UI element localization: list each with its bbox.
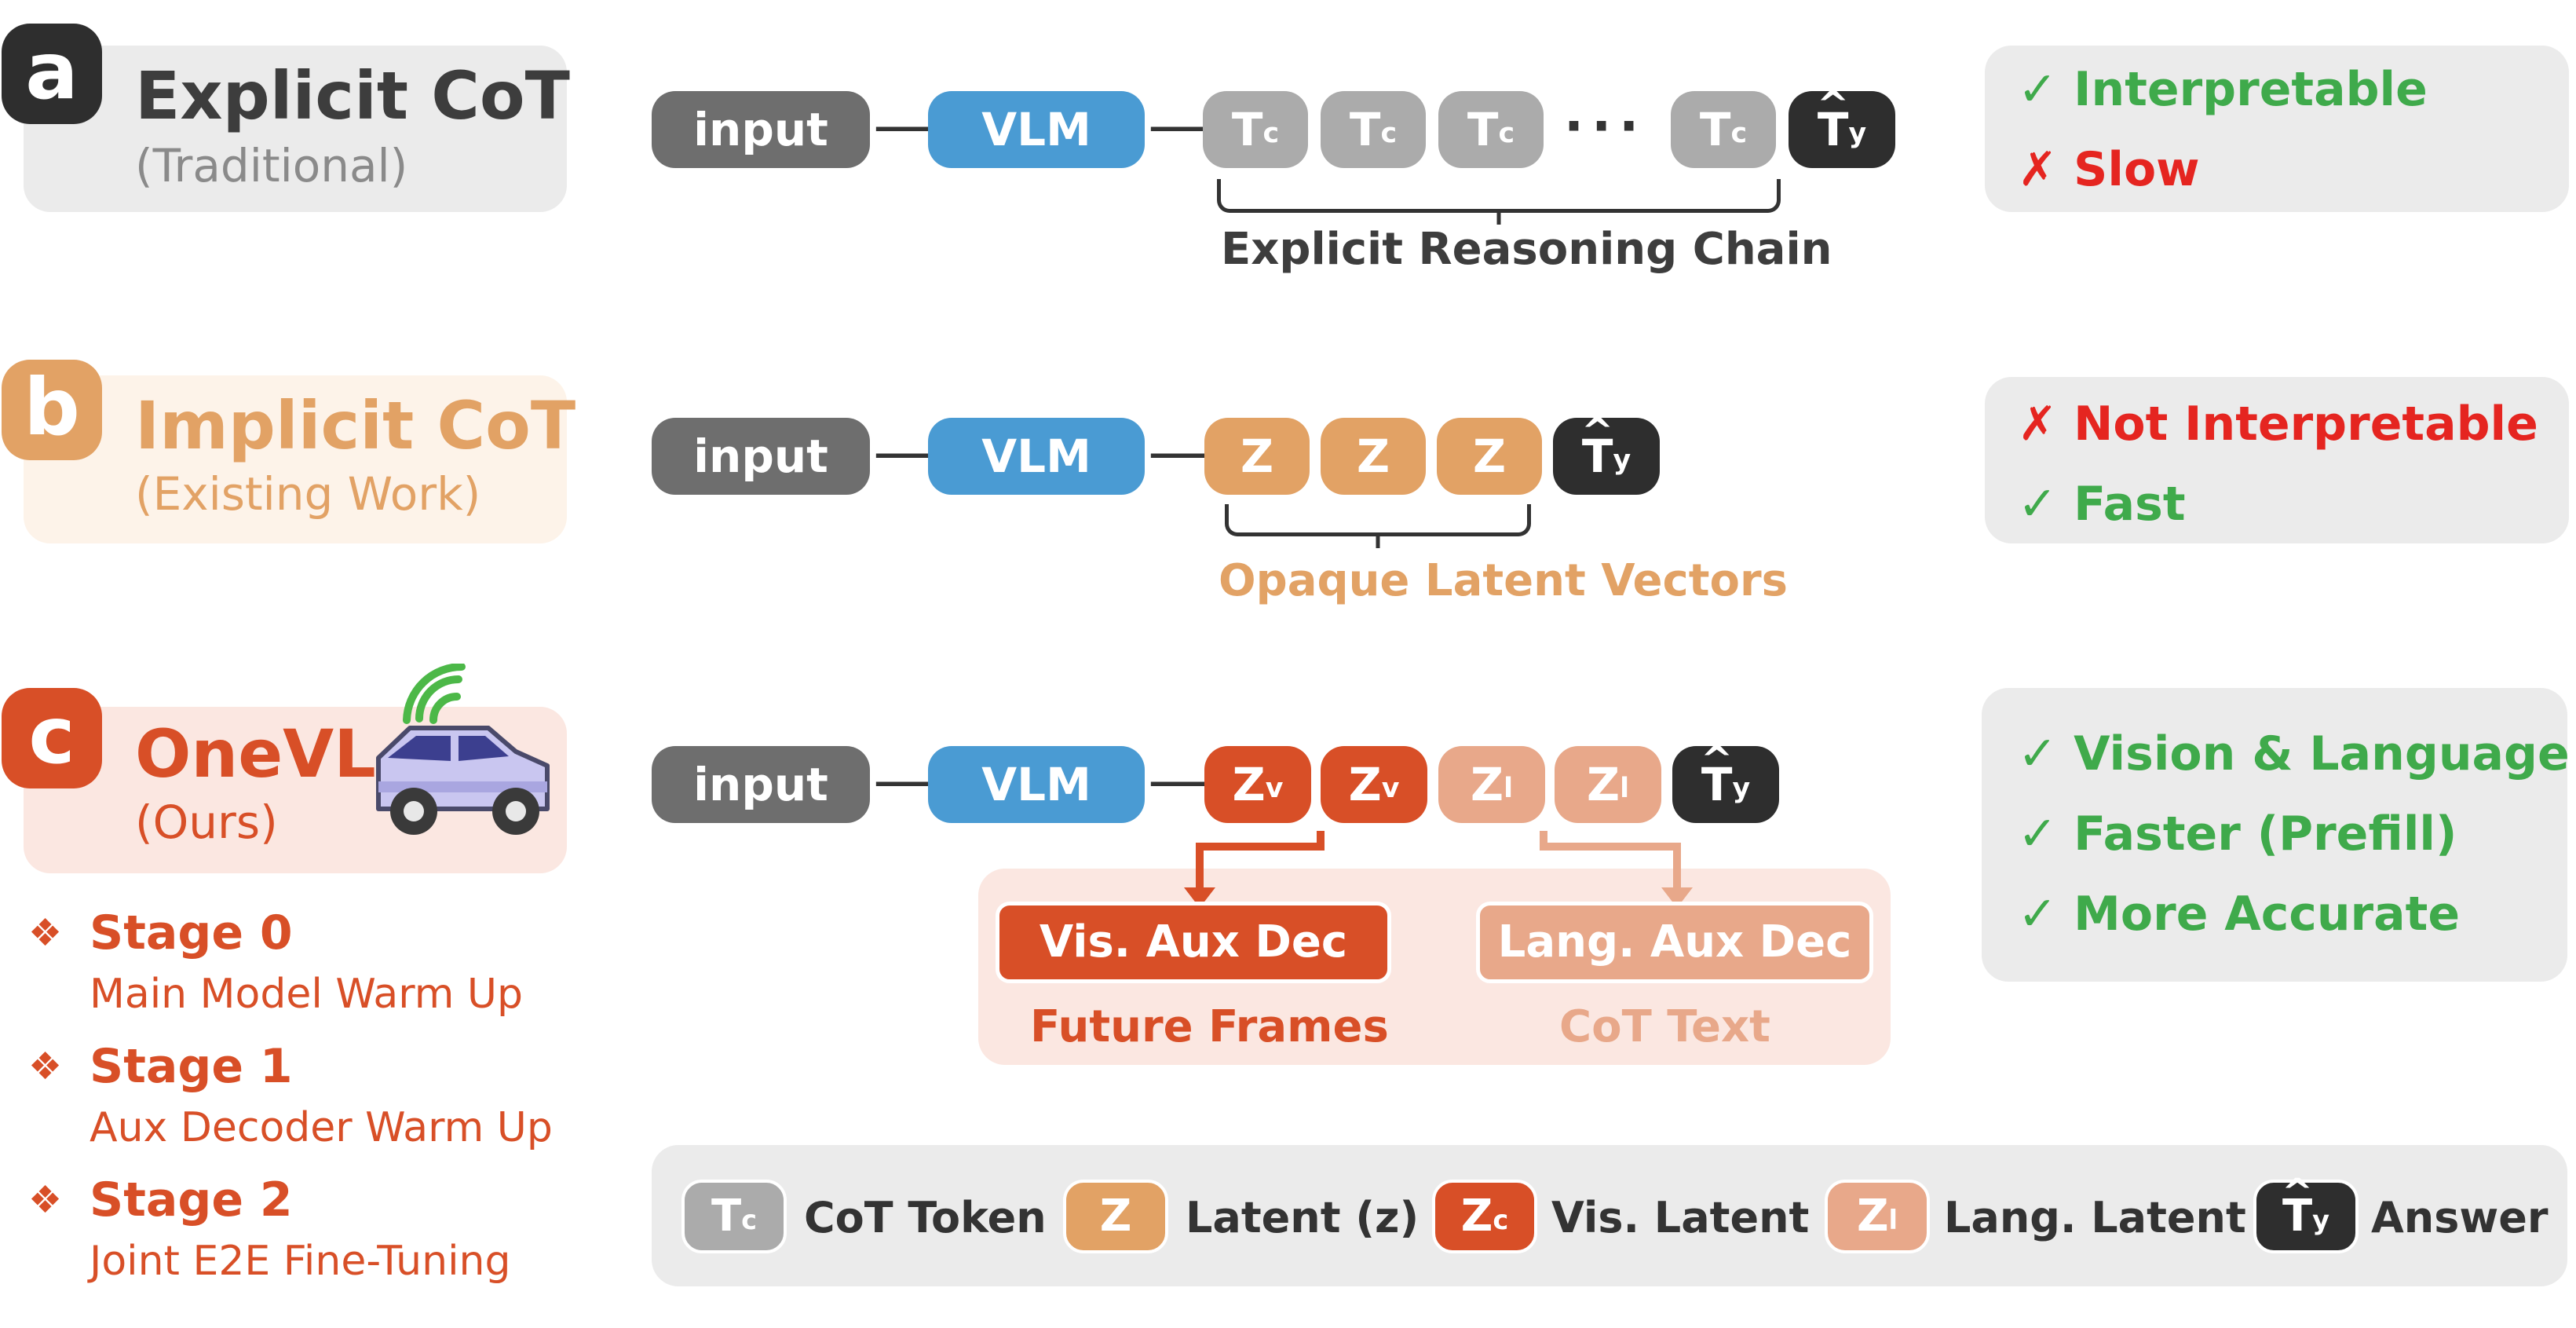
stage-1-title: Stage 1 xyxy=(90,1039,293,1094)
legend-lang-latent-label: Lang. Latent xyxy=(1944,1193,2246,1242)
row-a-properties-panel xyxy=(1985,46,2569,212)
stage-0-bullet-icon: ❖ xyxy=(28,911,63,955)
stage-1-bullet-icon: ❖ xyxy=(28,1044,63,1088)
row-c-subtitle: (Ours) xyxy=(135,796,278,849)
stage-1-desc: Aux Decoder Warm Up xyxy=(90,1104,553,1151)
row-b-vlm-pill: VLM xyxy=(928,418,1145,495)
row-c-vlm-pill: VLM xyxy=(928,746,1145,823)
row-b-properties-panel xyxy=(1985,377,2569,543)
row-a-caption: Explicit Reasoning Chain xyxy=(1221,224,1832,275)
legend-cot-token-label: CoT Token xyxy=(804,1193,1047,1242)
lang-aux-decoder-box: Lang. Aux Dec xyxy=(1476,902,1873,983)
row-c-properties-panel xyxy=(1982,688,2567,982)
stage-0-title: Stage 0 xyxy=(90,905,293,960)
row-a-subtitle: (Traditional) xyxy=(135,139,408,192)
row-b-latent-1: Z xyxy=(1204,418,1310,495)
row-b-caption: Opaque Latent Vectors xyxy=(1219,555,1788,606)
row-c-badge: c xyxy=(2,688,102,788)
legend-latent-chip: Z xyxy=(1063,1180,1168,1253)
row-c-title: OneVL xyxy=(135,715,376,792)
legend-vis-latent-label: Vis. Latent xyxy=(1551,1193,1810,1242)
row-a-prop-1: ✓ Interpretable xyxy=(2018,62,2428,117)
wifi-signal-icon xyxy=(403,664,466,724)
row-a-badge: a xyxy=(2,24,102,124)
vis-output-label: Future Frames xyxy=(1030,1001,1389,1052)
row-c-prop-1: ✓ Vision & Language xyxy=(2018,726,2570,781)
row-b-bracket xyxy=(1225,504,1531,536)
row-a-title: Explicit CoT xyxy=(135,57,570,134)
legend-panel xyxy=(652,1145,2567,1286)
row-b-title: Implicit CoT xyxy=(135,387,576,464)
row-a-label-panel xyxy=(24,46,567,212)
legend-answer-chip: Ty xyxy=(2253,1180,2359,1253)
stage-2-bullet-icon: ❖ xyxy=(28,1178,63,1222)
vis-aux-decoder-box: Vis. Aux Dec xyxy=(996,902,1391,983)
row-b-badge: b xyxy=(2,360,102,460)
row-a-input-pill: input xyxy=(652,91,870,168)
row-b-prop-1: ✗ Not Interpretable xyxy=(2018,397,2538,452)
row-c-input-pill: input xyxy=(652,746,870,823)
connected-car-icon xyxy=(376,664,550,835)
row-a-ellipsis: ··· xyxy=(1564,96,1647,156)
row-b-label-panel xyxy=(24,375,567,543)
legend-latent-label: Latent (z) xyxy=(1186,1193,1420,1242)
row-b-input-pill: input xyxy=(652,418,870,495)
row-b-latent-3: Z xyxy=(1437,418,1542,495)
decoder-connectors xyxy=(1184,831,1693,908)
row-b-latent-2: Z xyxy=(1321,418,1426,495)
row-a-prop-2: ✗ Slow xyxy=(2018,142,2200,197)
stage-2-title: Stage 2 xyxy=(90,1173,293,1227)
row-c-prop-3: ✓ More Accurate xyxy=(2018,887,2461,942)
stage-2-desc: Joint E2E Fine-Tuning xyxy=(90,1238,511,1285)
row-b-subtitle: (Existing Work) xyxy=(135,467,481,521)
row-b-prop-2: ✓ Fast xyxy=(2018,477,2186,532)
row-c-answer-token: Ty xyxy=(1672,746,1779,823)
row-c-prop-2: ✓ Faster (Prefill) xyxy=(2018,807,2457,862)
lang-output-label: CoT Text xyxy=(1559,1001,1770,1052)
legend-answer-label: Answer xyxy=(2371,1193,2549,1242)
row-a-vlm-pill: VLM xyxy=(928,91,1145,168)
row-a-answer-token: Ty xyxy=(1789,91,1895,168)
row-b-answer-token: Ty xyxy=(1553,418,1660,495)
stage-0-desc: Main Model Warm Up xyxy=(90,971,523,1018)
row-a-bracket xyxy=(1217,179,1781,213)
